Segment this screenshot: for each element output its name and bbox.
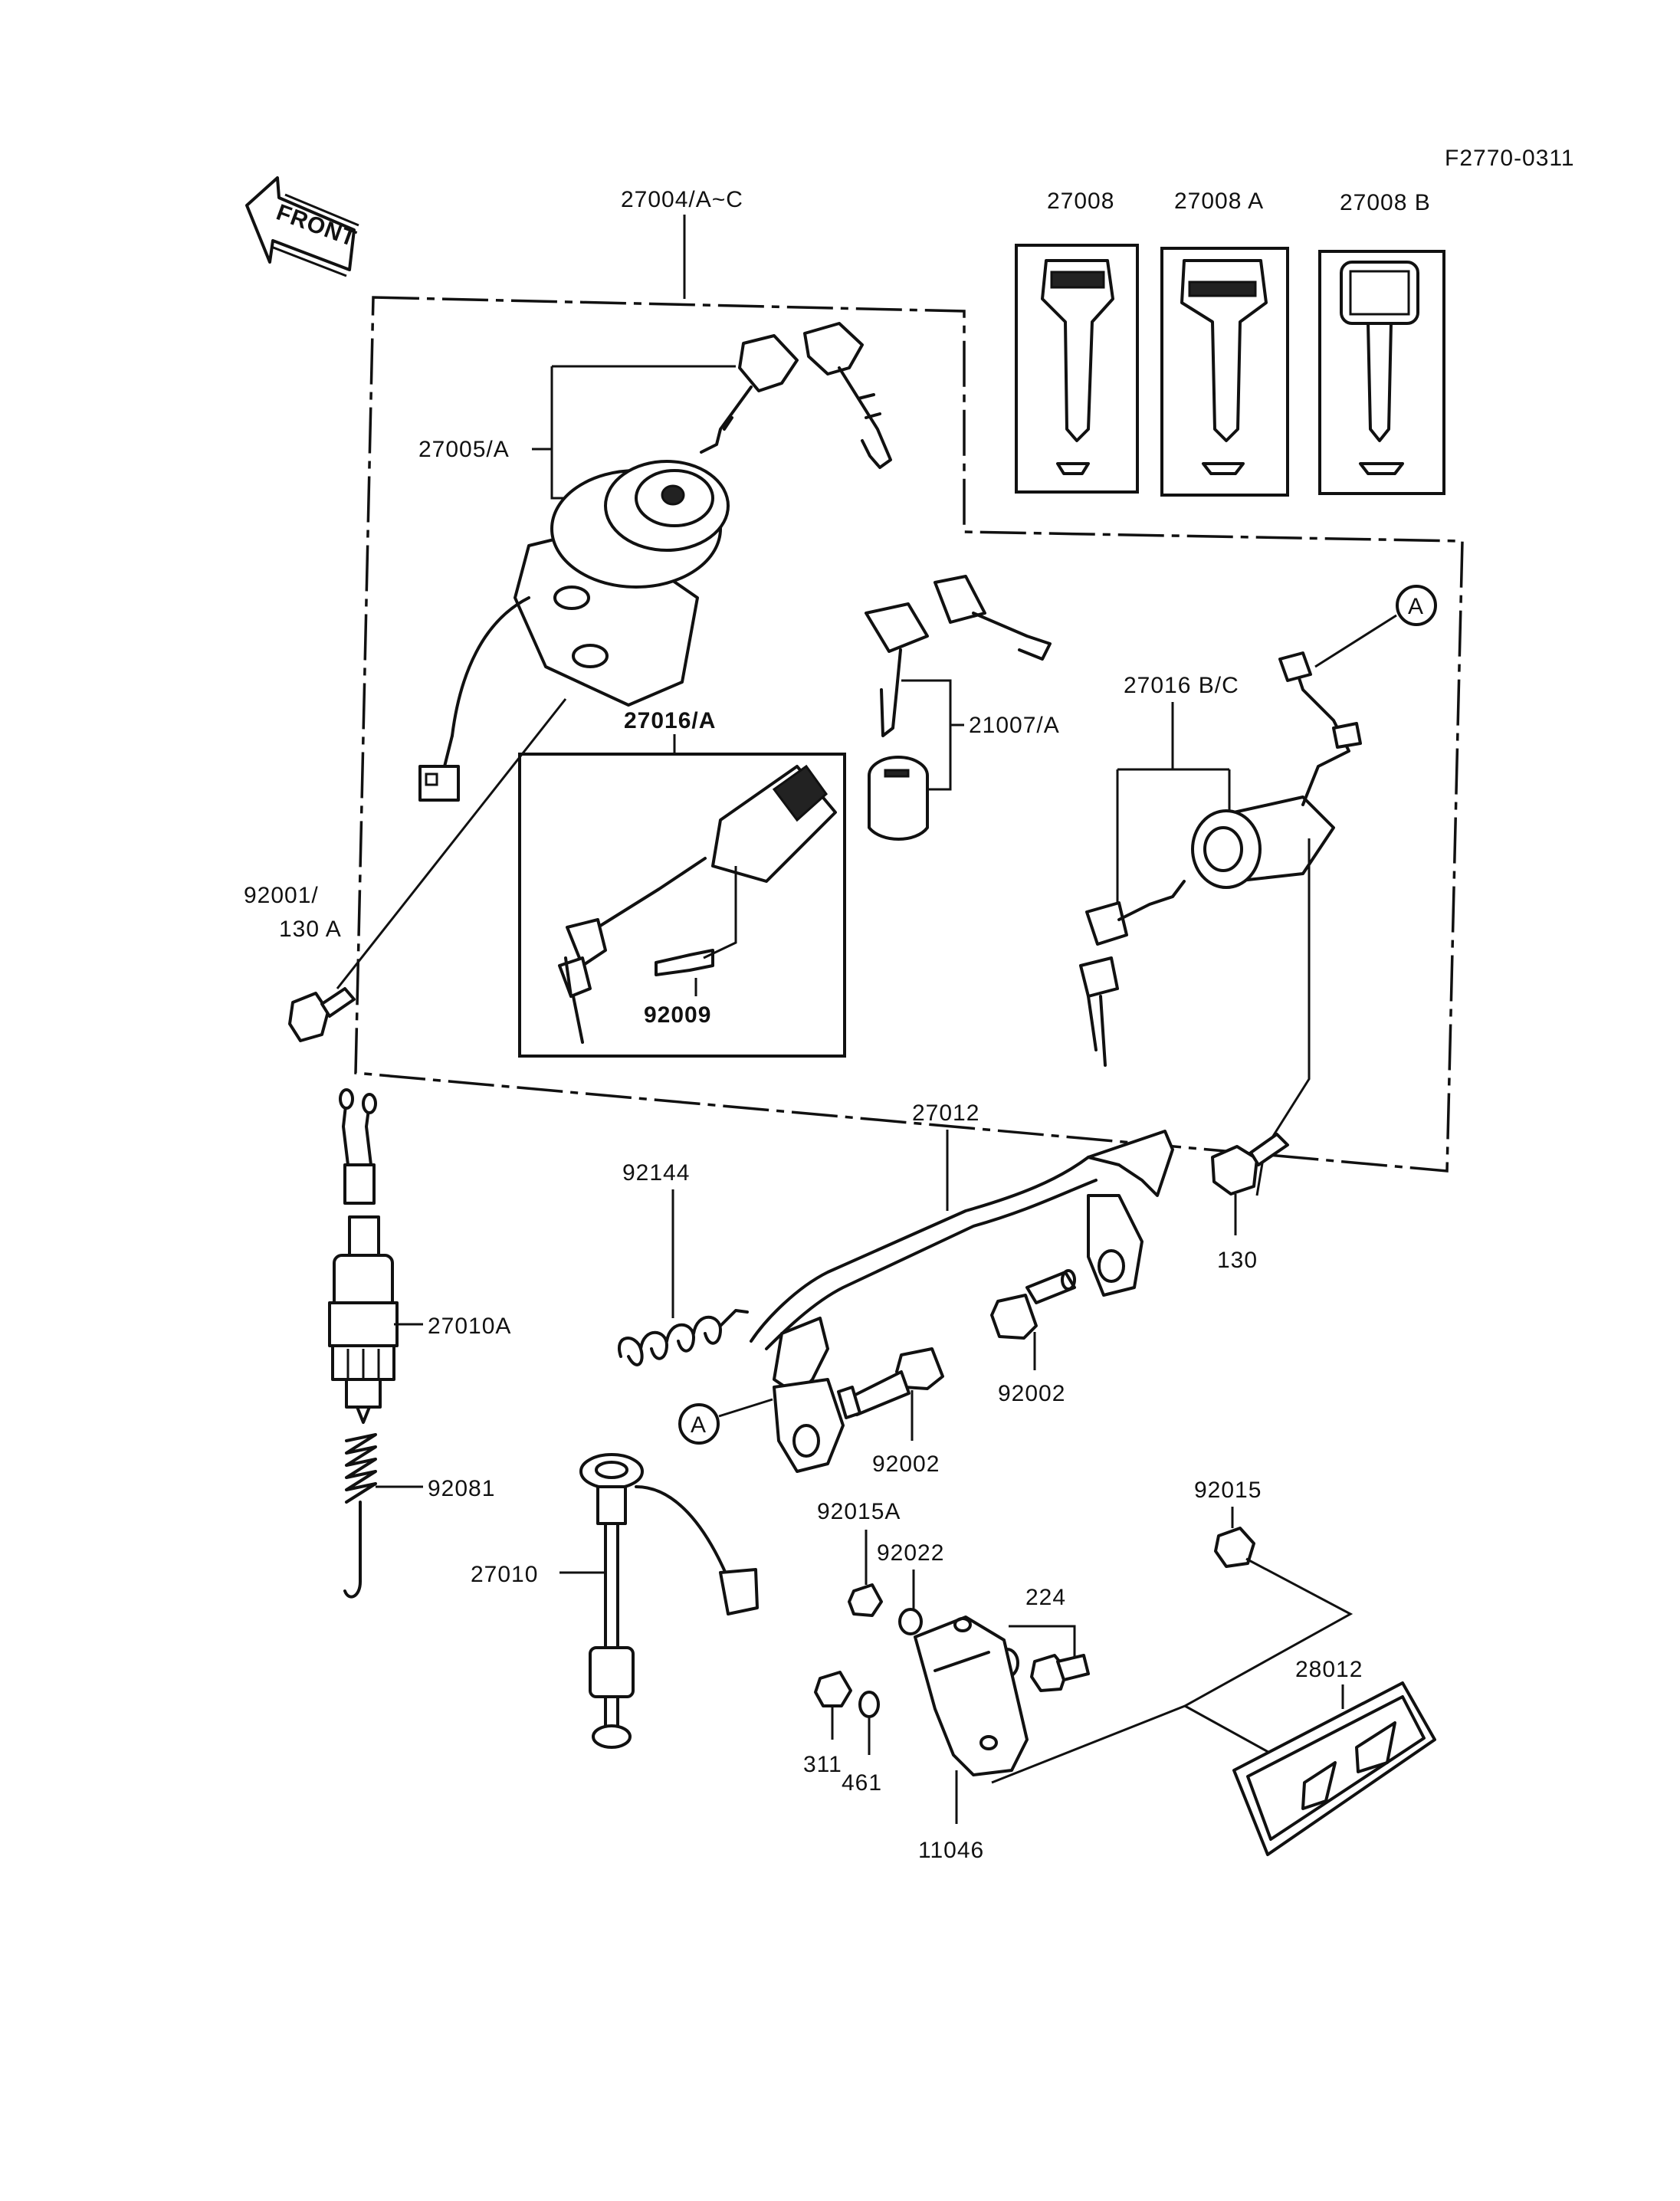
label-21007: 21007/A (969, 713, 1060, 738)
box-27016a (518, 753, 846, 1058)
reflector-bracket-11046 (914, 1615, 1029, 1776)
nut-311 (814, 1671, 852, 1707)
callout-a-top (1396, 585, 1437, 626)
key-blank-27008b (1318, 250, 1445, 495)
label-224: 224 (1025, 1585, 1066, 1610)
assembly-boundary (354, 296, 1464, 1173)
side-stand-switch-27010a (328, 1088, 399, 1424)
washer-92022 (898, 1608, 923, 1635)
leader-reflector-mount (991, 1557, 1354, 1784)
label-461: 461 (842, 1770, 882, 1796)
reflector-28012 (1232, 1681, 1436, 1856)
washer-461 (858, 1691, 880, 1718)
callout-a-bottom-label: A (691, 1412, 707, 1438)
keys-27005 (700, 322, 892, 469)
label-27010a: 27010A (428, 1314, 511, 1339)
front-arrow-icon: FRONT (245, 176, 359, 277)
callout-a-top-label: A (1408, 594, 1424, 619)
label-27008a: 27008 A (1174, 189, 1264, 214)
key-blank-27008 (1015, 244, 1139, 494)
callout-a-bottom (678, 1403, 720, 1445)
label-27016bc: 27016 B/C (1124, 673, 1239, 698)
steering-lock-27016bc (1079, 651, 1362, 1067)
label-92015: 92015 (1194, 1478, 1262, 1503)
neutral-switch-92002-b (837, 1347, 944, 1419)
label-92015a: 92015A (817, 1499, 901, 1524)
leader-27016bc (1116, 702, 1231, 920)
bolt-130 (1211, 1133, 1289, 1196)
ignition-switch-main (418, 460, 730, 802)
leader-21007 (901, 679, 964, 791)
label-11046: 11046 (918, 1838, 984, 1863)
label-27010: 27010 (471, 1562, 538, 1587)
label-92002-a: 92002 (998, 1381, 1065, 1406)
nut-92015 (1214, 1527, 1255, 1568)
leader-224 (1009, 1625, 1076, 1663)
neutral-switch-92002-a (990, 1269, 1076, 1340)
leader-92001 (336, 698, 567, 989)
side-stand-bracket-27012 (750, 1130, 1174, 1473)
bolt-92001 (288, 987, 356, 1042)
label-27004: 27004/A~C (621, 187, 743, 212)
key-blank-27008a (1160, 247, 1289, 497)
nut-92015a (848, 1583, 883, 1617)
label-92009: 92009 (644, 1002, 711, 1028)
leader-a-bottom (718, 1398, 773, 1418)
label-27008b: 27008 B (1340, 190, 1431, 215)
helmet-lock-keys-21007 (865, 575, 1052, 841)
label-92144: 92144 (622, 1160, 690, 1186)
leader-130 (1255, 838, 1311, 1196)
label-27012: 27012 (912, 1100, 979, 1126)
label-92001: 92001/ (244, 883, 319, 908)
leader-a-top (1314, 614, 1397, 668)
label-28012: 28012 (1295, 1657, 1363, 1682)
brake-switch-27010 (579, 1453, 759, 1749)
label-27005: 27005/A (418, 437, 510, 462)
label-311: 311 (803, 1752, 842, 1777)
label-130a: 130 A (279, 917, 342, 942)
label-27016a: 27016/A (624, 708, 716, 733)
label-27008: 27008 (1047, 189, 1114, 214)
label-130: 130 (1217, 1248, 1258, 1273)
figure-code: F2770-0311 (1445, 146, 1575, 171)
label-92081: 92081 (428, 1476, 495, 1501)
spring-92144 (618, 1309, 749, 1366)
label-92002-b: 92002 (872, 1451, 940, 1477)
spring-92081 (343, 1433, 377, 1599)
label-92022: 92022 (877, 1540, 944, 1566)
seat-lock-27016a (558, 764, 837, 1044)
leader-reflector-stem (1184, 1704, 1275, 1757)
